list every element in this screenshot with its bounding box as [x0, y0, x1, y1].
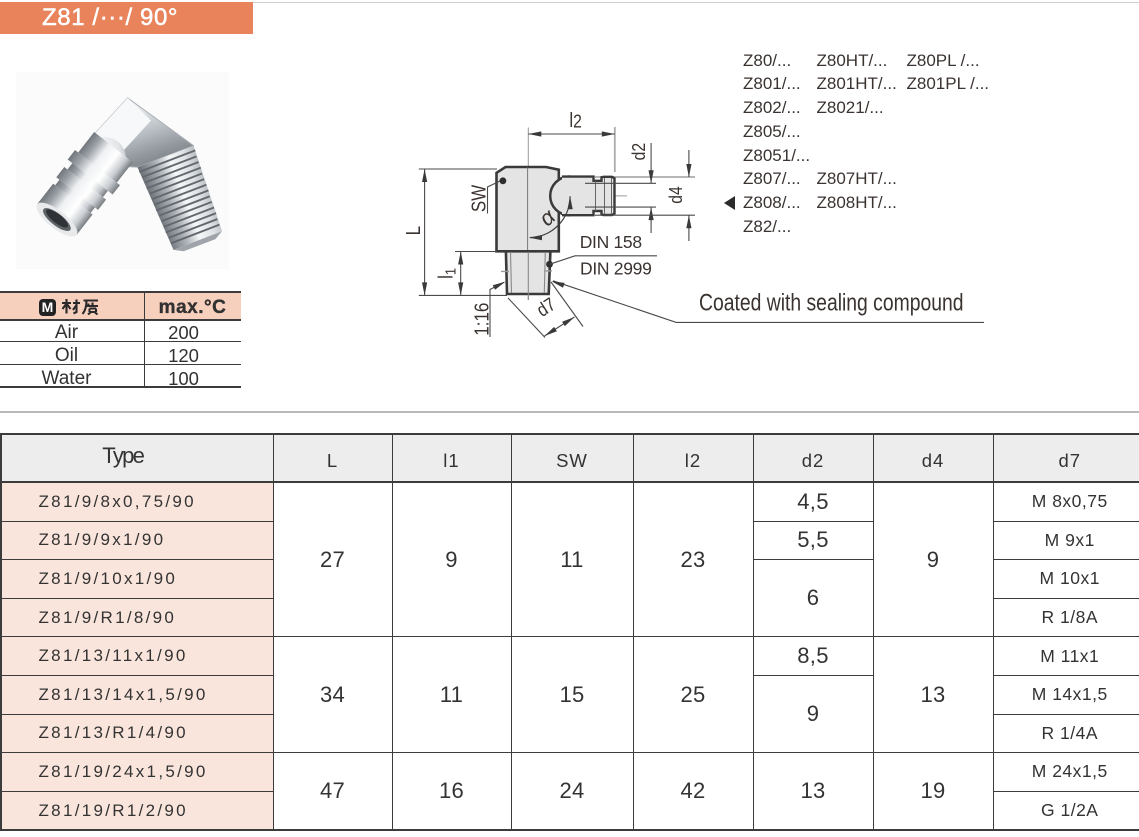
svg-text:d2: d2: [628, 143, 650, 160]
svg-text:SW: SW: [467, 184, 490, 212]
svg-text:d4: d4: [665, 186, 687, 204]
svg-text:l2: l2: [569, 108, 582, 131]
svg-text:L: L: [402, 226, 425, 235]
svg-text:l1: l1: [434, 268, 459, 279]
svg-text:DIN 158: DIN 158: [580, 232, 642, 252]
svg-text:DIN 2999: DIN 2999: [580, 259, 652, 279]
svg-text:Coated with sealing compound: Coated with sealing compound: [699, 288, 964, 316]
svg-text:d7: d7: [533, 293, 560, 321]
svg-text:1:16: 1:16: [470, 303, 493, 336]
